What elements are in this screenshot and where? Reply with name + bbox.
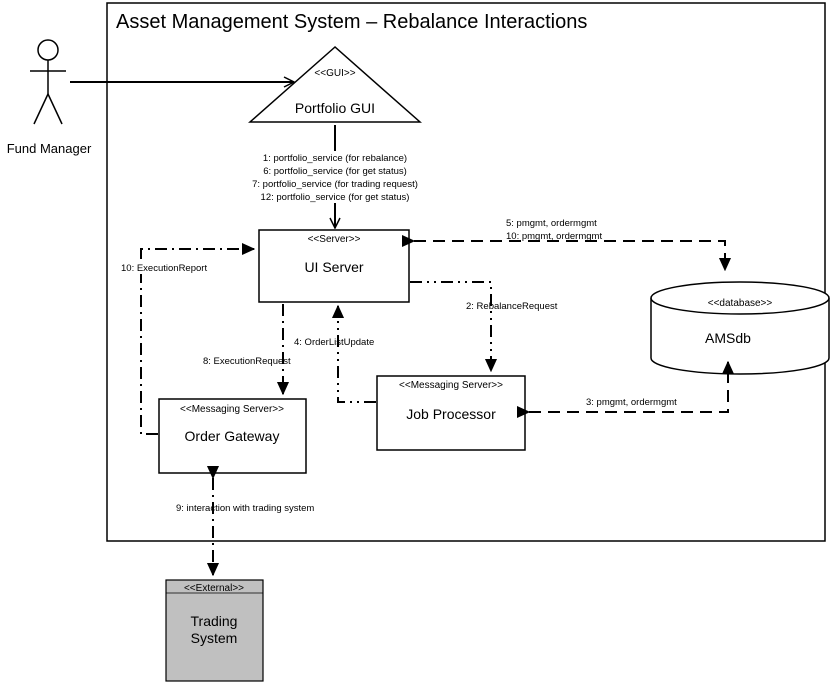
edge-label-7: 7: portfolio_service (for trading reques… bbox=[252, 179, 418, 190]
ui-server-label: UI Server bbox=[304, 259, 363, 275]
trading-system-node bbox=[165, 579, 264, 682]
execution-report-label-bg bbox=[118, 261, 218, 274]
edge-order-list-update bbox=[338, 306, 376, 403]
gui-stereotype: <<GUI>> bbox=[314, 68, 355, 79]
gui-label: Portfolio GUI bbox=[295, 100, 375, 116]
edge-label-4: 4: OrderListUpdate bbox=[294, 337, 374, 348]
diagram-title: Asset Management System – Rebalance Inte… bbox=[116, 11, 587, 33]
trading-system-stereotype: <<External>> bbox=[184, 583, 244, 594]
edge-label-9: 9: interaction with trading system bbox=[176, 503, 314, 514]
edge-label-3: 3: pmgmt, ordermgmt bbox=[586, 397, 677, 408]
job-processor-label: Job Processor bbox=[406, 406, 496, 422]
edge-label-12: 12: portfolio_service (for get status) bbox=[261, 192, 410, 203]
order-gateway-label: Order Gateway bbox=[185, 428, 280, 444]
trading-system-label-line2: System bbox=[191, 630, 238, 646]
fund-manager-actor bbox=[30, 39, 66, 125]
order-gateway-stereotype: <<Messaging Server>> bbox=[180, 404, 284, 415]
gui-to-server-labels: 1: portfolio_service (for rebalance) 6: … bbox=[252, 151, 430, 203]
edge-job-db bbox=[529, 362, 728, 412]
amsdb-node bbox=[650, 281, 830, 375]
amsdb-stereotype: <<database>> bbox=[708, 298, 773, 309]
system-boundary bbox=[106, 2, 826, 542]
job-processor-stereotype: <<Messaging Server>> bbox=[399, 380, 503, 391]
amsdb-label: AMSdb bbox=[705, 330, 751, 346]
edge-label-6: 6: portfolio_service (for get status) bbox=[263, 166, 407, 177]
order-gateway-node bbox=[158, 398, 307, 474]
portfolio-gui-node bbox=[248, 45, 422, 123]
edge-label-8: 8: ExecutionRequest bbox=[203, 356, 291, 367]
trading-system-label-line1: Trading bbox=[191, 613, 238, 629]
edge-label-10-db: 10: pmgmt, ordermgmt bbox=[506, 231, 602, 242]
edge-execution-report bbox=[140, 249, 254, 435]
edge-label-2: 2: RebalanceRequest bbox=[466, 301, 558, 312]
ui-server-stereotype: <<Server>> bbox=[308, 234, 361, 245]
edge-label-5: 5: pmgmt, ordermgmt bbox=[506, 218, 597, 229]
edge-rebalance-request bbox=[410, 281, 491, 371]
edge-server-db bbox=[414, 241, 725, 270]
job-processor-node bbox=[376, 375, 526, 451]
actor-label: Fund Manager bbox=[7, 141, 92, 156]
edge-label-1: 1: portfolio_service (for rebalance) bbox=[263, 153, 407, 164]
edge-label-10-report: 10: ExecutionReport bbox=[121, 263, 207, 274]
